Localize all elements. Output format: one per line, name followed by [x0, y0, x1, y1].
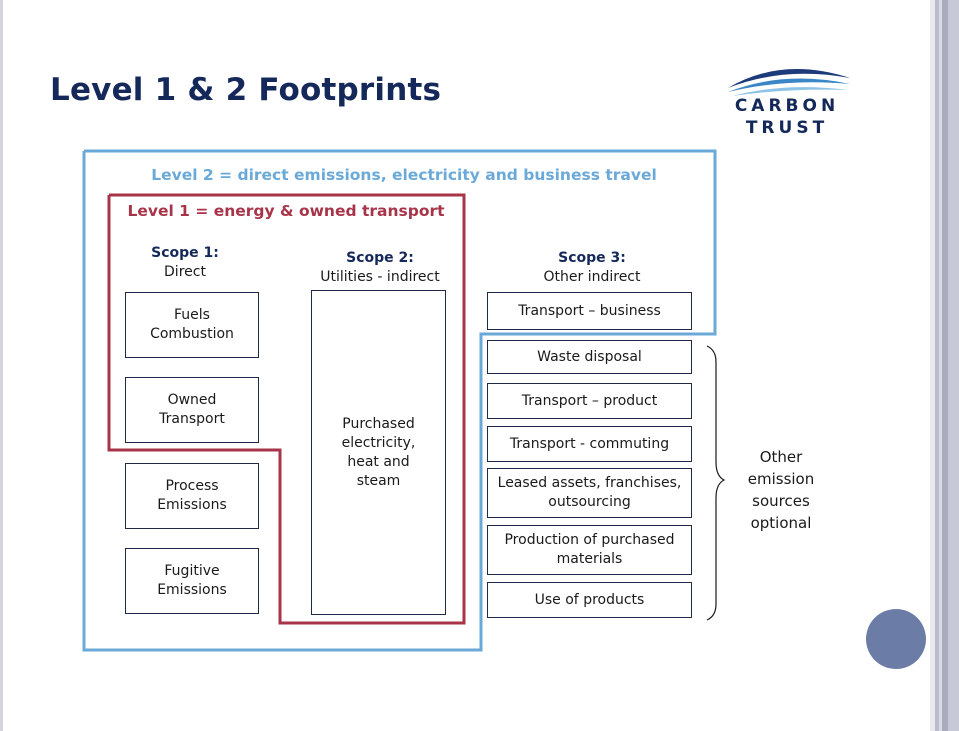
scope3-box-waste-disposal: Waste disposal: [487, 340, 692, 374]
scope2-box-purchased-electricity: Purchased electricity, heat and steam: [311, 290, 446, 615]
scope3-box-transport-business: Transport – business: [487, 292, 692, 330]
decorative-circle: [866, 609, 926, 669]
box-label: Fugitive Emissions: [157, 563, 227, 598]
box-label: Transport - commuting: [509, 435, 670, 452]
scope3-subtitle: Other indirect: [543, 269, 641, 285]
scope1-box-fugitive-emissions: Fugitive Emissions: [125, 548, 259, 614]
optional-sources-note: Other emission sources optional: [747, 448, 815, 532]
box-label: Leased assets, franchises, outsourcing: [497, 475, 682, 510]
logo-swoosh-icon: [728, 69, 850, 96]
decor-bar-left: [0, 0, 3, 731]
scope3-box-use-of-products: Use of products: [487, 582, 692, 618]
carbon-trust-logo: CARBON TRUST: [722, 54, 852, 144]
logo-line-2: TRUST: [745, 118, 829, 138]
scope3-box-production-materials: Production of purchased materials: [487, 525, 692, 575]
scope1-box-owned-transport: Owned Transport: [125, 377, 259, 443]
box-label: Transport – business: [518, 302, 661, 319]
scope1-header: Scope 1: Direct: [120, 244, 250, 282]
slide-title: Level 1 & 2 Footprints: [50, 72, 442, 108]
decor-bar-dark: [942, 0, 948, 731]
scope2-header: Scope 2: Utilities - indirect: [300, 249, 460, 287]
logo-line-1: CARBON: [734, 96, 840, 116]
box-label: Owned Transport: [159, 392, 225, 427]
level1-label: Level 1 = energy & owned transport: [127, 202, 445, 220]
scope1-box-fuels-combustion: Fuels Combustion: [125, 292, 259, 358]
scope1-subtitle: Direct: [164, 264, 206, 280]
decor-bar-edge: [948, 0, 959, 731]
box-label: Waste disposal: [537, 348, 642, 365]
box-label: Transport – product: [521, 392, 658, 409]
scope2-subtitle: Utilities - indirect: [320, 269, 440, 285]
box-label: Production of purchased materials: [504, 532, 675, 567]
scope1-title: Scope 1:: [151, 245, 219, 261]
scope3-title: Scope 3:: [558, 250, 626, 266]
brace-icon: [706, 345, 726, 621]
box-label: Purchased electricity, heat and steam: [341, 415, 416, 489]
scope3-box-leased-assets: Leased assets, franchises, outsourcing: [487, 468, 692, 518]
decor-bar-pale: [939, 0, 942, 731]
decor-bar-light: [930, 0, 935, 731]
level1-outline: [107, 193, 466, 625]
scope1-box-process-emissions: Process Emissions: [125, 463, 259, 529]
scope2-title: Scope 2:: [346, 250, 414, 266]
box-label: Fuels Combustion: [150, 307, 234, 342]
decor-bar-mid: [935, 0, 939, 731]
box-label: Process Emissions: [157, 478, 227, 513]
level2-outline: [82, 149, 717, 652]
scope3-header: Scope 3: Other indirect: [494, 249, 690, 287]
level2-label: Level 2 = direct emissions, electricity …: [151, 166, 657, 184]
box-label: Use of products: [534, 591, 645, 608]
scope3-box-transport-product: Transport – product: [487, 383, 692, 419]
scope3-box-transport-commuting: Transport - commuting: [487, 426, 692, 462]
